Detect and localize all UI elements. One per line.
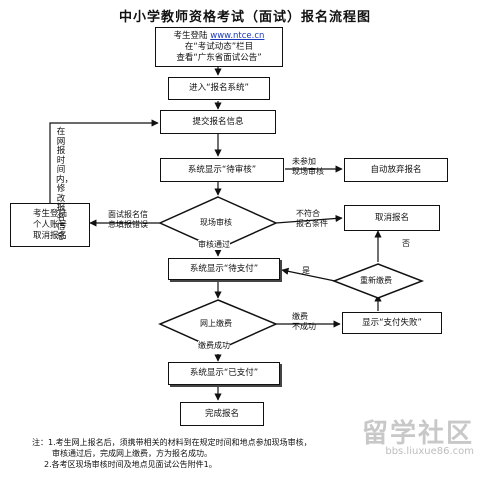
side-modify-label: 在网报时间内，修改报名信息 bbox=[56, 127, 74, 242]
pending-review-box: 系统显示“待审核” bbox=[160, 158, 284, 182]
pay-success-label: 缴费成功 bbox=[198, 341, 230, 351]
paid-box: 系统显示“已支付” bbox=[168, 362, 280, 385]
cancel-registration-box: 取消报名 bbox=[344, 205, 440, 231]
note-line-3: 2.各考区现场审核时间及地点见面试公告附件1。 bbox=[44, 460, 217, 469]
note-line-2: 审核通过后，完成网上缴费，方为报名成功。 bbox=[52, 449, 212, 458]
payment-failed-box: 显示“支付失败” bbox=[342, 312, 442, 334]
repay-label: 重新缴费 bbox=[360, 276, 392, 285]
watermark-text: 留学社区 bbox=[361, 419, 474, 449]
watermark: 留学社区 bbs.liuxue86.com bbox=[362, 413, 474, 457]
login-line3: 查看“广东省面试公告” bbox=[176, 52, 262, 63]
onsite-review-label: 现场审核 bbox=[200, 218, 232, 227]
info-error-label: 面试报名信 息填报错误 bbox=[108, 210, 148, 229]
page-title: 中小学教师资格考试（面试）报名流程图 bbox=[118, 10, 371, 25]
watermark-url: bbs.liuxue86.com bbox=[385, 446, 474, 457]
submit-info-box: 提交报名信息 bbox=[160, 110, 276, 134]
login-line1: 考生登陆 bbox=[173, 30, 208, 41]
ntce-link[interactable]: www.ntce.cn bbox=[210, 30, 265, 41]
no-label: 否 bbox=[402, 239, 410, 248]
note-line-1: 注：1.考生网上报名后，须携带相关的材料到在规定时间和地点参加现场审核， bbox=[32, 438, 312, 447]
enter-system-box: 进入“报名系统” bbox=[168, 77, 270, 100]
review-passed-label: 审核通过 bbox=[198, 240, 230, 250]
auto-abandon-box: 自动放弃报名 bbox=[344, 158, 448, 182]
yes-label: 是 bbox=[302, 266, 310, 275]
candidate-cancel-box: 考生登陆 个人账号 取消报名 bbox=[10, 203, 90, 247]
login-box: 考生登陆 www.ntce.cn 在“考试动态”栏目 查看“广东省面试公告” bbox=[155, 27, 283, 67]
repay-diamond bbox=[331, 263, 425, 299]
pay-fail-label: 缴费 不成功 bbox=[292, 312, 316, 331]
not-attend-label: 未参加 现场审核 bbox=[292, 157, 324, 176]
login-line2: 在“考试动态”栏目 bbox=[184, 41, 254, 52]
pending-payment-box: 系统显示“待支付” bbox=[168, 258, 280, 280]
online-payment-label: 网上缴费 bbox=[200, 319, 232, 328]
complete-box: 完成报名 bbox=[180, 402, 264, 426]
not-eligible-label: 不符合 报名条件 bbox=[296, 209, 328, 228]
footnotes: 注：1.考生网上报名后，须携带相关的材料到在规定时间和地点参加现场审核， 审核通… bbox=[32, 437, 372, 470]
